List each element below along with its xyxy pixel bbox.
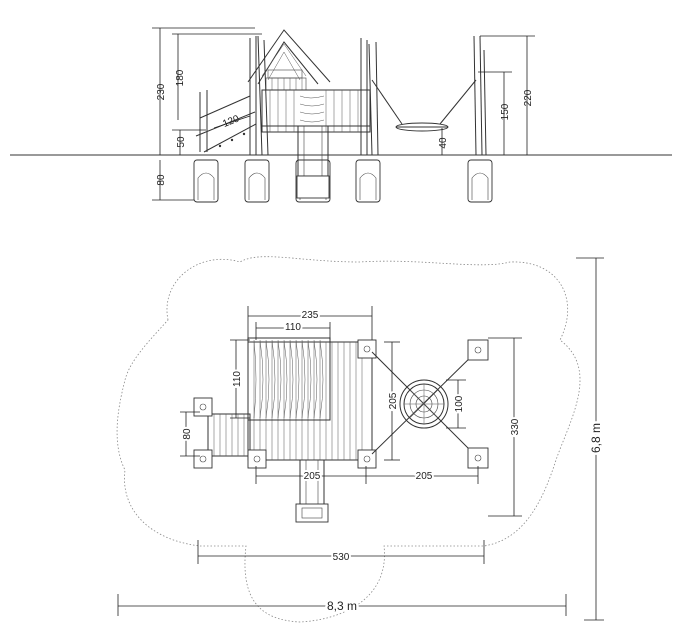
dim-foundation: 80 bbox=[156, 174, 167, 186]
foundations bbox=[193, 159, 493, 203]
playhouse-posts bbox=[249, 35, 379, 156]
deck-posts bbox=[247, 339, 377, 469]
dim-ramp-width: 80 bbox=[182, 428, 193, 440]
dim-slide-length: 120 bbox=[221, 113, 241, 130]
ramp-plan bbox=[193, 397, 251, 469]
slide-plan bbox=[295, 459, 329, 523]
dim-swing-offset: 205 bbox=[416, 471, 433, 482]
dim-deck-width: 235 bbox=[302, 310, 319, 321]
dim-nest-diameter: 100 bbox=[454, 395, 465, 412]
overall-dimensions: 8,3 m 6,8 m bbox=[117, 257, 606, 621]
dim-slide-offset: 205 bbox=[304, 471, 321, 482]
safety-zone-outline bbox=[116, 256, 581, 623]
overall-depth-label: 6,8 m bbox=[589, 423, 603, 453]
dim-swing-seat-top: 150 bbox=[500, 103, 511, 120]
elevation-dimensions bbox=[152, 27, 535, 201]
overall-width-label: 8,3 m bbox=[327, 599, 357, 613]
dim-swing-depth: 330 bbox=[510, 418, 521, 435]
dim-height-house: 180 bbox=[175, 69, 186, 86]
dim-height-total: 230 bbox=[156, 83, 167, 100]
elevation-view: 230 180 120 50 80 220 150 40 bbox=[10, 27, 672, 203]
plan-view: 235 110 110 80 205 100 330 205 205 530 bbox=[116, 256, 581, 623]
playhouse-roof bbox=[247, 29, 331, 91]
dim-swing-frame: 220 bbox=[523, 89, 534, 106]
plan-dimensions bbox=[180, 306, 522, 564]
dim-deck-depth: 205 bbox=[388, 392, 399, 409]
dim-platform-height: 50 bbox=[176, 136, 187, 148]
dim-roof-depth: 110 bbox=[232, 371, 243, 387]
slide-elevation bbox=[296, 125, 330, 199]
deck-plan bbox=[247, 337, 373, 461]
swing-frame bbox=[371, 35, 487, 156]
nest-swing-plan bbox=[371, 339, 489, 469]
dim-roof-width: 110 bbox=[285, 322, 301, 333]
dim-swing-seat-height: 40 bbox=[438, 137, 449, 149]
dim-safety-width: 530 bbox=[333, 552, 350, 563]
ramp-elevation bbox=[195, 90, 257, 153]
